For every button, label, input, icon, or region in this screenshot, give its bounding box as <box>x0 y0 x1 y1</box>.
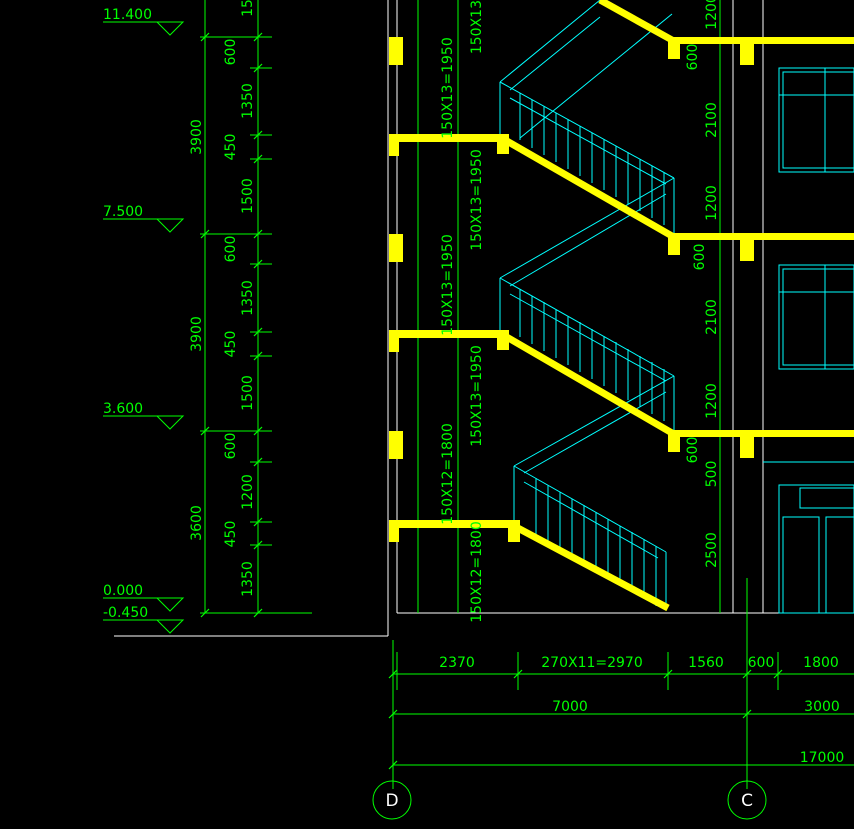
stair-label: 150X13=1950 <box>440 37 456 139</box>
dimension-label: 450 <box>223 134 239 161</box>
floor-height-label: 3900 <box>189 119 205 155</box>
dimension-label: 600 <box>748 655 775 671</box>
windows <box>763 67 854 614</box>
bottom-dimension-ticks <box>388 669 783 770</box>
stair-label: 150X13=1950 <box>440 234 456 336</box>
dimension-label: 600 <box>685 44 701 71</box>
dimension-label: 2100 <box>704 102 720 138</box>
stair-guides <box>417 0 748 789</box>
dimension-label: 7000 <box>552 699 588 715</box>
dimension-label: 1200 <box>704 185 720 221</box>
dimension-label: 15 <box>240 0 256 17</box>
floor-height-label: 3600 <box>189 505 205 541</box>
dimension-label: 600 <box>685 437 701 464</box>
dimension-label: 600 <box>692 244 708 271</box>
stair-labels-right: 150X13 150X13=1950 150X13=1950 150X12=18… <box>469 0 485 623</box>
axis-bubble-d <box>372 780 412 820</box>
elevation-labels: 11.400 7.500 3.600 0.000 -0.450 <box>103 7 152 621</box>
dimension-label: 1200 <box>704 0 720 30</box>
dimension-label: 270X11=2970 <box>541 655 643 671</box>
balusters <box>519 93 665 606</box>
axis-label: C <box>741 791 753 811</box>
dimension-label: 1350 <box>240 280 256 316</box>
elevation-label: 3.600 <box>103 401 143 417</box>
dimension-label: 2500 <box>704 532 720 568</box>
dimension-label: 1500 <box>240 178 256 214</box>
stair-flights <box>503 0 674 612</box>
axis-label: D <box>385 791 398 811</box>
dimension-label: 1350 <box>240 561 256 597</box>
stair-label: 150X13 <box>469 0 485 54</box>
dimension-label: 450 <box>223 331 239 358</box>
wall-outlines <box>114 0 854 637</box>
dimension-label: 450 <box>223 521 239 548</box>
dimension-label: 1800 <box>803 655 839 671</box>
railings <box>499 0 675 608</box>
stair-label: 150X12=1800 <box>440 423 456 525</box>
floor-height-labels: 3900 3900 3600 <box>189 119 205 541</box>
dimension-label: 2100 <box>704 299 720 335</box>
stair-label: 150X13=1950 <box>469 345 485 447</box>
bottom-dimension-labels: 2370 270X11=2970 1560 600 1800 7000 3000… <box>439 655 844 766</box>
axis-bubble-c <box>727 780 767 820</box>
dimension-label: 1200 <box>240 474 256 510</box>
dimension-label: 600 <box>223 39 239 66</box>
dimension-label: 1350 <box>240 83 256 119</box>
left-dimension-lines <box>200 0 312 614</box>
dimension-label: 1560 <box>688 655 724 671</box>
dimension-label: 600 <box>223 433 239 460</box>
dimension-label: 500 <box>704 461 720 488</box>
left-dimension-ticks <box>200 32 263 618</box>
elevation-label: 7.500 <box>103 204 143 220</box>
left-segment-labels: 15 600 1350 450 1500 600 1350 450 1500 6… <box>223 0 256 597</box>
elevation-markers <box>103 21 185 634</box>
dimension-label: 600 <box>223 236 239 263</box>
elevation-label: -0.450 <box>103 605 148 621</box>
stair-label: 150X13=1950 <box>469 149 485 251</box>
dimension-label: 2370 <box>439 655 475 671</box>
dimension-label: 17000 <box>800 750 845 766</box>
stair-labels-left: 150X13=1950 150X13=1950 150X12=1800 <box>440 37 456 525</box>
elevation-label: 11.400 <box>103 7 152 23</box>
yellow-structure <box>389 37 854 542</box>
dimension-label: 3000 <box>804 699 840 715</box>
stair-label: 150X12=1800 <box>469 521 485 623</box>
dimension-label: 1200 <box>704 383 720 419</box>
floor-height-label: 3900 <box>189 316 205 352</box>
elevation-label: 0.000 <box>103 583 143 599</box>
right-dimension-labels: 1200 600 2100 1200 600 2100 1200 600 500… <box>685 0 720 568</box>
axis-markers: D C <box>372 780 767 820</box>
dimension-label: 1500 <box>240 375 256 411</box>
